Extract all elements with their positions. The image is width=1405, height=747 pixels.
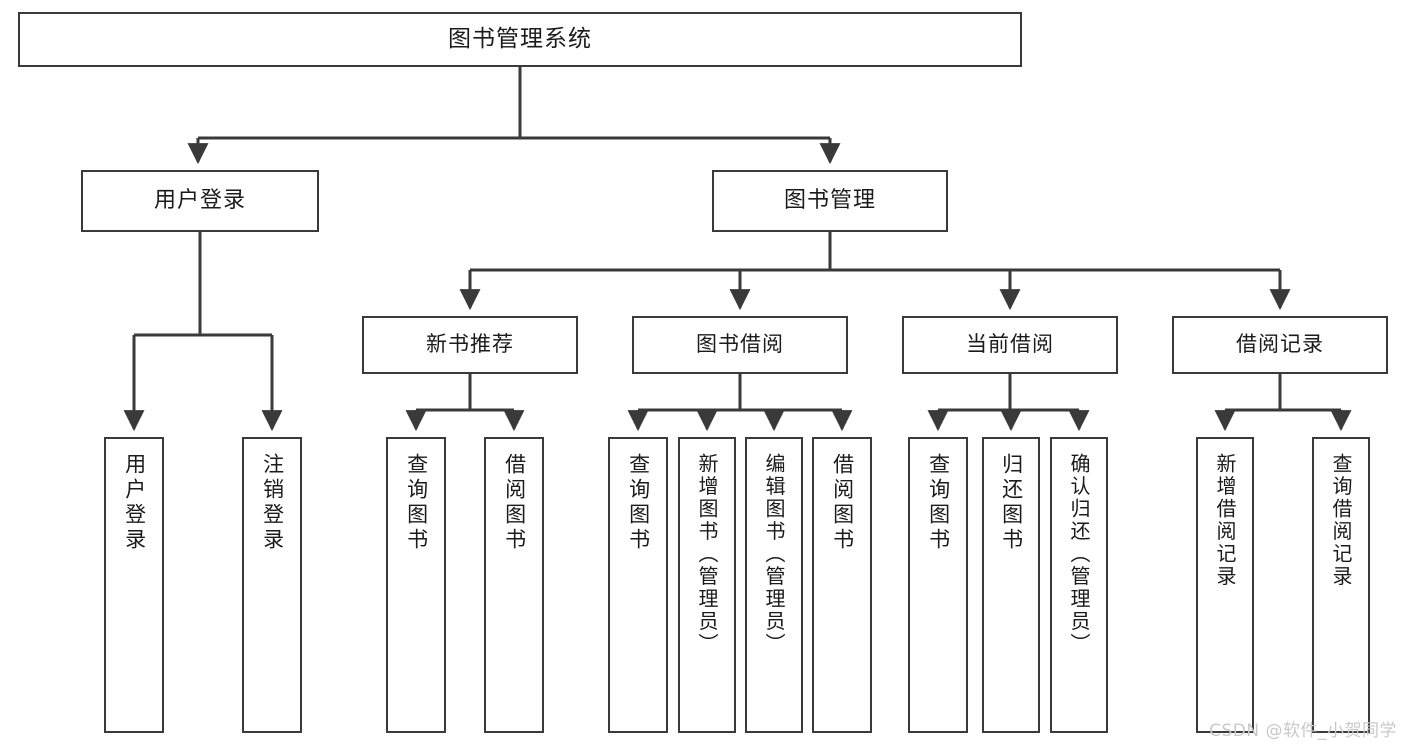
node-leaf-user-logout-label: 注销登录 xyxy=(260,453,285,553)
node-user-login[interactable]: 用户登录 xyxy=(81,170,319,232)
node-leaf-confirm-return[interactable]: 确认归还（管理员） xyxy=(1050,437,1108,733)
node-leaf-query-record-label: 查询借阅记录 xyxy=(1329,453,1353,588)
node-leaf-add-record[interactable]: 新增借阅记录 xyxy=(1196,437,1254,733)
node-leaf-borrow-book-1-label: 借阅图书 xyxy=(502,453,527,553)
node-leaf-query-book-3[interactable]: 查询图书 xyxy=(908,437,968,733)
node-leaf-edit-book[interactable]: 编辑图书（管理员） xyxy=(745,437,803,733)
node-leaf-query-record[interactable]: 查询借阅记录 xyxy=(1312,437,1370,733)
node-leaf-user-login-label: 用户登录 xyxy=(122,453,147,553)
node-new-book-rec-label: 新书推荐 xyxy=(426,332,514,357)
node-leaf-query-book-3-label: 查询图书 xyxy=(926,453,951,553)
node-leaf-edit-book-label: 编辑图书（管理员） xyxy=(762,453,786,656)
node-leaf-add-book[interactable]: 新增图书（管理员） xyxy=(678,437,736,733)
node-current-borrow[interactable]: 当前借阅 xyxy=(902,316,1118,374)
csdn-watermark: CSDN @软件_小贺同学 xyxy=(1209,721,1397,741)
node-borrow-record-label: 借阅记录 xyxy=(1236,332,1324,357)
node-leaf-query-book-1[interactable]: 查询图书 xyxy=(386,437,446,733)
node-borrow-record[interactable]: 借阅记录 xyxy=(1172,316,1388,374)
node-leaf-user-login[interactable]: 用户登录 xyxy=(104,437,164,733)
node-root[interactable]: 图书管理系统 xyxy=(18,12,1022,67)
node-new-book-rec[interactable]: 新书推荐 xyxy=(362,316,578,374)
node-book-borrow[interactable]: 图书借阅 xyxy=(632,316,848,374)
node-leaf-confirm-return-label: 确认归还（管理员） xyxy=(1067,453,1091,656)
node-leaf-add-record-label: 新增借阅记录 xyxy=(1213,453,1237,588)
node-user-login-label: 用户登录 xyxy=(153,187,246,213)
node-leaf-query-book-2-label: 查询图书 xyxy=(626,453,651,553)
node-leaf-return-book-label: 归还图书 xyxy=(999,453,1024,553)
node-book-borrow-label: 图书借阅 xyxy=(696,332,784,357)
node-leaf-query-book-1-label: 查询图书 xyxy=(404,453,429,553)
node-book-manage-label: 图书管理 xyxy=(783,187,876,213)
node-root-label: 图书管理系统 xyxy=(448,25,592,52)
node-leaf-return-book[interactable]: 归还图书 xyxy=(982,437,1040,733)
node-leaf-borrow-book-1[interactable]: 借阅图书 xyxy=(484,437,544,733)
node-book-manage[interactable]: 图书管理 xyxy=(712,170,948,232)
node-leaf-query-book-2[interactable]: 查询图书 xyxy=(608,437,668,733)
node-leaf-borrow-book-2[interactable]: 借阅图书 xyxy=(812,437,872,733)
node-leaf-borrow-book-2-label: 借阅图书 xyxy=(830,453,855,553)
node-current-borrow-label: 当前借阅 xyxy=(966,332,1054,357)
node-leaf-user-logout[interactable]: 注销登录 xyxy=(242,437,302,733)
node-leaf-add-book-label: 新增图书（管理员） xyxy=(695,453,719,656)
